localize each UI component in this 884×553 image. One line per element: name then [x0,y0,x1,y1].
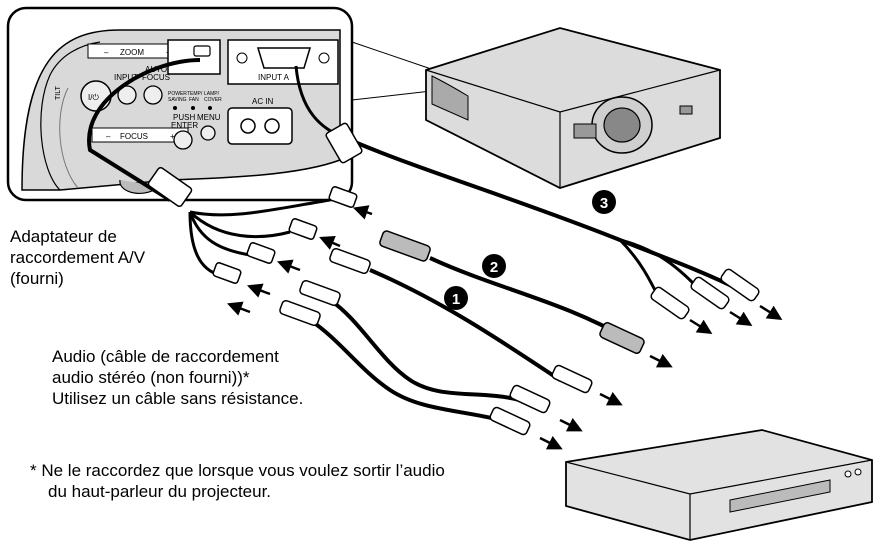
callout-1-text: 1 [452,291,460,308]
focus-minus-text: – [106,132,111,141]
callout-2: 2 [482,254,506,278]
power-saving-text-1: POWER [168,91,187,97]
projector [425,27,721,189]
audio-label: Audio (câble de raccordement audio stéré… [52,346,412,409]
tilt-text: TILT [55,85,62,100]
input-text: INPUT [114,73,138,82]
callout-3: 3 [592,190,616,214]
power-symbol-text: I/⏻ [88,93,99,102]
adapter-label: Adaptateur de raccordement A/V (fourni) [10,226,180,289]
footnote: * Ne le raccordez que lorsque vous voule… [30,460,570,502]
ac-in-port [227,107,293,145]
push-text: PUSH [173,113,195,122]
ac-in-text: AC IN [252,97,274,106]
panel-inset: – ZOOM + – FOCUS + TILT I/⏻ INPUT AUTO F… [6,6,354,202]
audio-label-line-3: Utilisez un câble sans résistance. [52,389,304,408]
arrows [226,205,783,450]
power-saving-text-2: SAVING [168,97,187,103]
footnote-line-1: * Ne le raccordez que lorsque vous voule… [30,461,445,480]
menu-text: MENU [197,113,221,122]
adapter-label-line-3: (fourni) [10,269,64,288]
auto-focus-button [143,85,163,105]
auto-focus-text: FOCUS [142,73,170,82]
menu-button [200,125,216,141]
joystick-button [173,130,193,150]
callout-2-text: 2 [490,259,498,276]
adapter-label-line-1: Adaptateur de [10,227,117,246]
input-a-text: INPUT A [258,73,290,82]
temp-fan-text-1: TEMP/ [187,91,203,97]
zoom-text: ZOOM [120,48,144,57]
focus-plus-text: + [170,132,175,141]
callout-1: 1 [444,286,468,310]
adapter-label-line-2: raccordement A/V [10,248,146,267]
focus-text: FOCUS [120,132,148,141]
av-player [565,429,873,541]
input-button [117,85,137,105]
audio-label-line-2: audio stéréo (non fourni))* [52,368,250,387]
footnote-line-2: du haut-parleur du projecteur. [48,482,272,501]
audio-label-line-1: Audio (câble de raccordement [52,347,279,366]
temp-fan-text-2: FAN [189,97,199,103]
enter-text: ENTER [171,121,198,130]
lamp-cover-text-1: LAMP/ [204,91,220,97]
callout-3-text: 3 [600,195,608,212]
av-port-box [167,39,221,75]
lamp-cover-text-2: COVER [204,97,222,103]
zoom-minus-text: – [104,48,109,57]
plugs [147,122,760,436]
